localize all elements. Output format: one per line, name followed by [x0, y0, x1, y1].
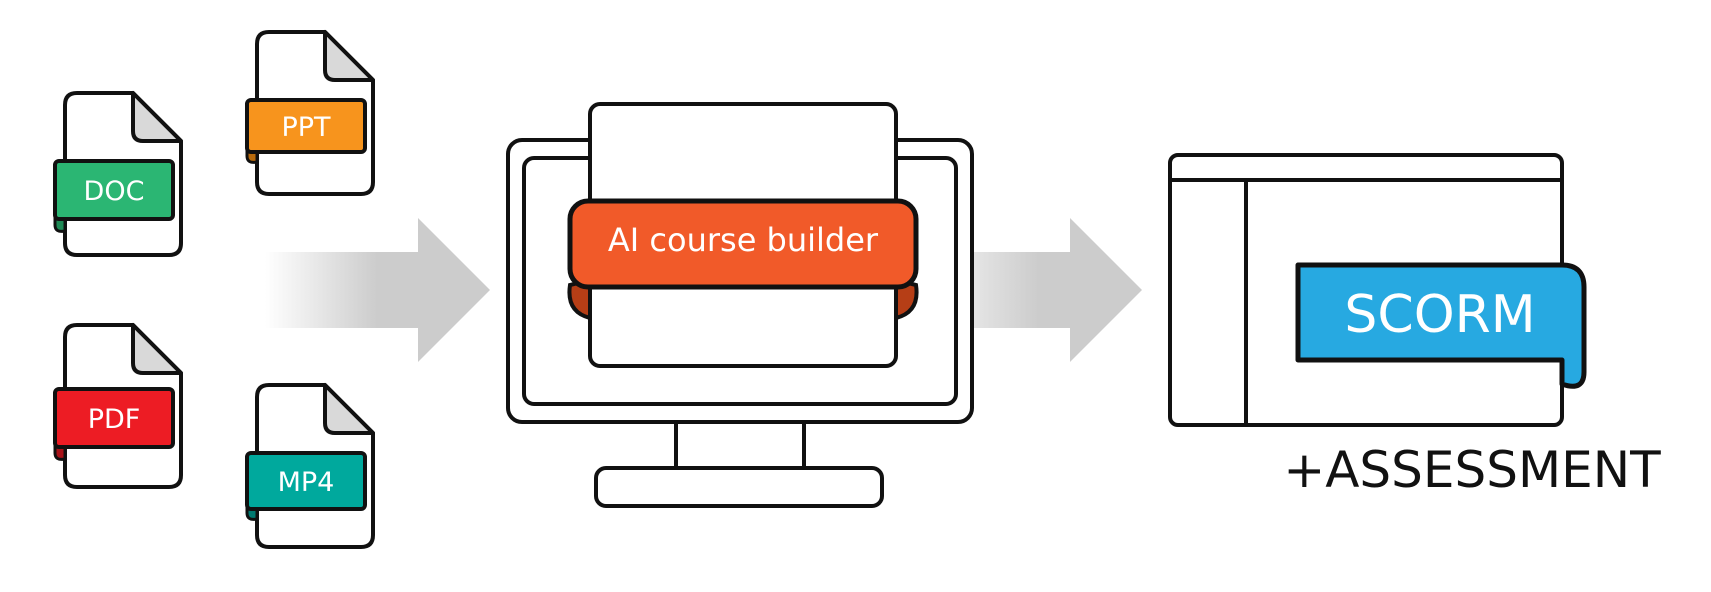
monitor-icon: AI course builder	[506, 102, 974, 508]
output-arrow	[970, 218, 1142, 362]
ppt-file-icon: PPT	[245, 30, 375, 196]
doc-label: DOC	[84, 176, 145, 207]
builder-banner	[567, 198, 919, 290]
mp4-tag	[245, 451, 367, 511]
mp4-file-icon: MP4	[245, 383, 375, 549]
pdf-label: PDF	[88, 404, 141, 435]
ppt-label: PPT	[281, 112, 331, 143]
monitor-stand	[594, 466, 884, 508]
assessment-label: +ASSESSMENT	[1283, 441, 1661, 499]
pdf-tag	[53, 387, 175, 449]
ppt-tag	[245, 98, 367, 154]
pdf-file-icon: PDF	[53, 323, 183, 489]
scorm-label: SCORM	[1344, 285, 1535, 345]
builder-banner-curl	[567, 277, 919, 321]
scorm-tag	[1295, 262, 1587, 389]
doc-file-icon: DOC	[53, 91, 183, 257]
input-arrow	[265, 218, 490, 362]
monitor-neck	[674, 420, 806, 470]
doc-tag	[53, 159, 175, 221]
course-window-icon: SCORM +ASSESSMENT	[1168, 153, 1661, 499]
mp4-label: MP4	[278, 467, 335, 498]
builder-label: AI course builder	[608, 221, 879, 259]
